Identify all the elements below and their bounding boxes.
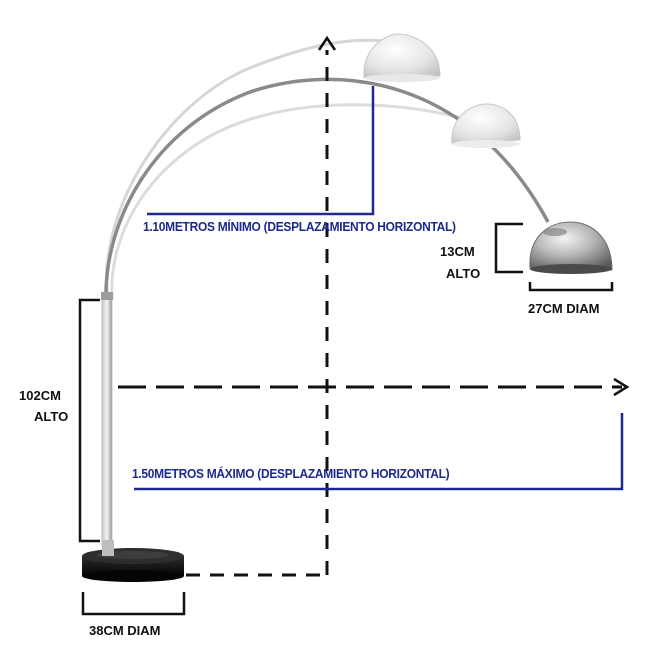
- shade-height-bracket: [494, 222, 523, 274]
- base-diameter-bracket: [81, 592, 186, 616]
- max-offset-bracket: [134, 413, 624, 491]
- arc-mid-position: [110, 103, 471, 301]
- horizontal-reference-line: [118, 377, 630, 397]
- arc-min-position: [105, 38, 393, 301]
- max-offset-label: 1.50METROS MÁXIMO (DESPLAZAMIENTO HORIZO…: [132, 466, 450, 481]
- pole-joint: [101, 292, 113, 300]
- shade-height-unit: ALTO: [446, 266, 481, 281]
- base-height-value: 102CM: [19, 388, 61, 403]
- lamp-pole: [101, 295, 113, 547]
- min-offset-bracket: [147, 86, 375, 216]
- marble-base: [82, 540, 184, 582]
- base-diameter-label: 38CM DIAM: [89, 623, 161, 638]
- shade-diameter-label: 27CM DIAM: [528, 301, 600, 316]
- vertical-reference-line: [317, 35, 337, 575]
- min-offset-label: 1.10METROS MÍNIMO (DESPLAZAMIENTO HORIZO…: [143, 219, 456, 234]
- arrow-right-icon: [613, 377, 630, 397]
- shade-mid-ghost: [451, 103, 521, 148]
- shade-main: [529, 221, 613, 274]
- base-height-bracket: [78, 298, 100, 543]
- base-height-unit: ALTO: [34, 409, 69, 424]
- shade-diameter-bracket: [528, 282, 614, 292]
- shade-min-ghost: [363, 33, 441, 82]
- shade-height-value: 13CM: [440, 244, 475, 259]
- arrow-up-icon: [317, 35, 337, 51]
